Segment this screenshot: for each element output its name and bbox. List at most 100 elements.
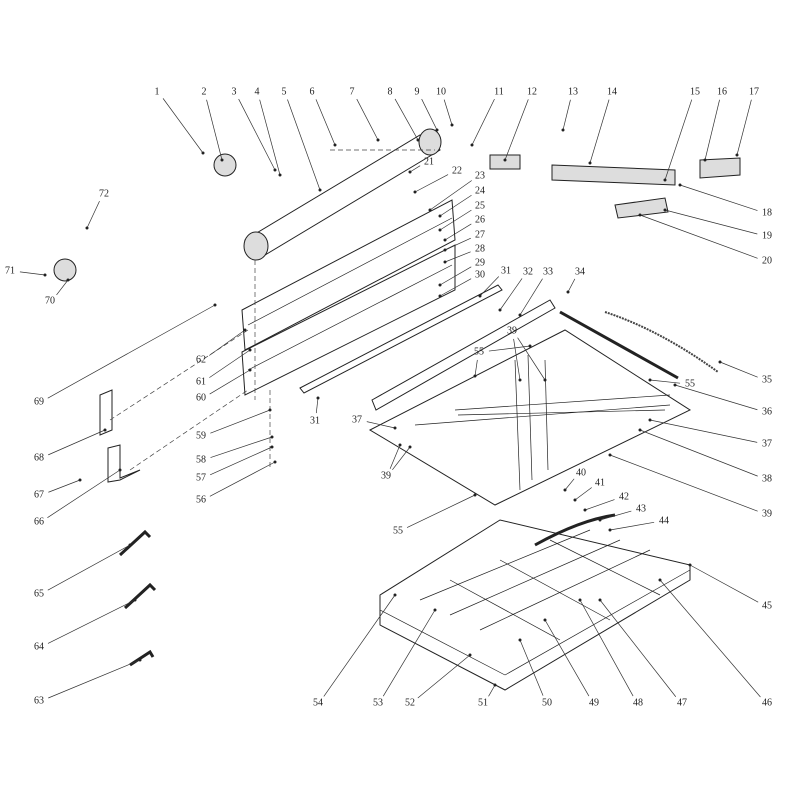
part-number-label: 49 xyxy=(589,697,599,708)
leader-dot xyxy=(673,383,677,387)
leader-dot xyxy=(408,445,412,449)
leader-line xyxy=(579,599,634,697)
leader-line xyxy=(392,446,411,471)
guide-strip xyxy=(299,284,503,394)
fence-strip xyxy=(371,299,556,411)
part-number-label: 54 xyxy=(313,697,323,708)
leader-line xyxy=(488,345,531,352)
leader-line xyxy=(609,454,758,512)
leader-line xyxy=(162,98,204,154)
part-number-label: 53 xyxy=(373,697,383,708)
leader-line xyxy=(414,174,449,193)
part-number-label: 16 xyxy=(717,86,727,97)
part-number-label: 8 xyxy=(388,86,393,97)
part-number-label: 65 xyxy=(34,588,44,599)
leader-line xyxy=(19,271,46,276)
leader-dot xyxy=(433,608,437,612)
tube-end-cap-left xyxy=(243,231,269,261)
leader-line xyxy=(479,276,500,297)
leader-line xyxy=(209,369,251,395)
leader-line xyxy=(315,99,336,146)
part-number-label: 22 xyxy=(452,165,462,176)
part-number-label: 71 xyxy=(5,265,15,276)
part-number-label: 39 xyxy=(507,325,517,336)
leader-dot xyxy=(133,598,137,602)
leader-dot xyxy=(608,528,612,532)
part-number-label: 51 xyxy=(478,697,488,708)
part-number-label: 5 xyxy=(282,86,287,97)
part-number-label: 3 xyxy=(232,86,237,97)
leader-dot xyxy=(220,158,224,162)
leader-dot xyxy=(450,123,454,127)
leader-dot xyxy=(248,348,252,352)
leader-line xyxy=(421,98,438,131)
hex-key-large xyxy=(118,529,152,557)
leader-line xyxy=(574,487,592,501)
part-number-label: 10 xyxy=(436,86,446,97)
leader-line xyxy=(519,278,543,316)
leader-dot xyxy=(493,683,497,687)
leader-line xyxy=(664,99,693,181)
slide-block xyxy=(614,197,669,219)
part-number-label: 36 xyxy=(762,406,772,417)
leader-dot xyxy=(563,488,567,492)
leader-line xyxy=(47,599,136,644)
leader-line xyxy=(704,99,720,161)
leader-dot xyxy=(608,453,612,457)
leader-dot xyxy=(648,418,652,422)
leader-dot xyxy=(85,226,89,230)
leader-dot xyxy=(638,428,642,432)
leader-dot xyxy=(543,378,547,382)
leader-dot xyxy=(438,283,442,287)
leader-dot xyxy=(333,143,337,147)
part-number-label: 64 xyxy=(34,641,44,652)
leader-dot xyxy=(588,161,592,165)
leader-dot xyxy=(268,408,272,412)
leader-dot xyxy=(543,618,547,622)
leader-dot xyxy=(118,468,122,472)
leader-dot xyxy=(138,658,142,662)
leader-dot xyxy=(573,498,577,502)
leader-line xyxy=(567,278,576,293)
part-number-label: 12 xyxy=(527,86,537,97)
leader-line xyxy=(499,278,523,311)
leader-dot xyxy=(566,290,570,294)
leader-line xyxy=(589,99,610,164)
part-number-label: 58 xyxy=(196,454,206,465)
leader-line xyxy=(394,98,419,141)
leader-dot xyxy=(278,173,282,177)
leader-dot xyxy=(273,460,277,464)
part-number-label: 34 xyxy=(575,266,585,277)
leader-dot xyxy=(270,435,274,439)
leader-line xyxy=(48,429,106,456)
part-number-label: 61 xyxy=(196,376,206,387)
part-number-label: 31 xyxy=(501,265,511,276)
leader-dot xyxy=(598,518,602,522)
part-number-label: 56 xyxy=(196,494,206,505)
leader-line xyxy=(210,446,273,476)
leader-line xyxy=(562,99,571,131)
part-number-label: 39 xyxy=(762,508,772,519)
leader-line xyxy=(315,397,319,414)
leader-line xyxy=(444,251,471,263)
drawing xyxy=(53,128,741,691)
leader-line xyxy=(444,223,472,241)
leader-line xyxy=(444,237,471,251)
leader-line xyxy=(649,379,681,384)
chain xyxy=(604,311,719,373)
part-number-label: 18 xyxy=(762,207,772,218)
leader-line xyxy=(679,184,758,211)
leader-dot xyxy=(443,260,447,264)
part-number-label: 55 xyxy=(685,378,695,389)
leader-line xyxy=(443,99,453,126)
leader-line xyxy=(664,209,758,235)
leader-dot xyxy=(470,143,474,147)
leader-dot xyxy=(518,378,522,382)
part-number-label: 45 xyxy=(762,600,772,611)
leader-dot xyxy=(438,294,442,298)
angle-arc xyxy=(534,513,616,547)
part-number-label: 14 xyxy=(607,86,617,97)
part-number-label: 23 xyxy=(475,170,485,181)
part-number-label: 7 xyxy=(350,86,355,97)
